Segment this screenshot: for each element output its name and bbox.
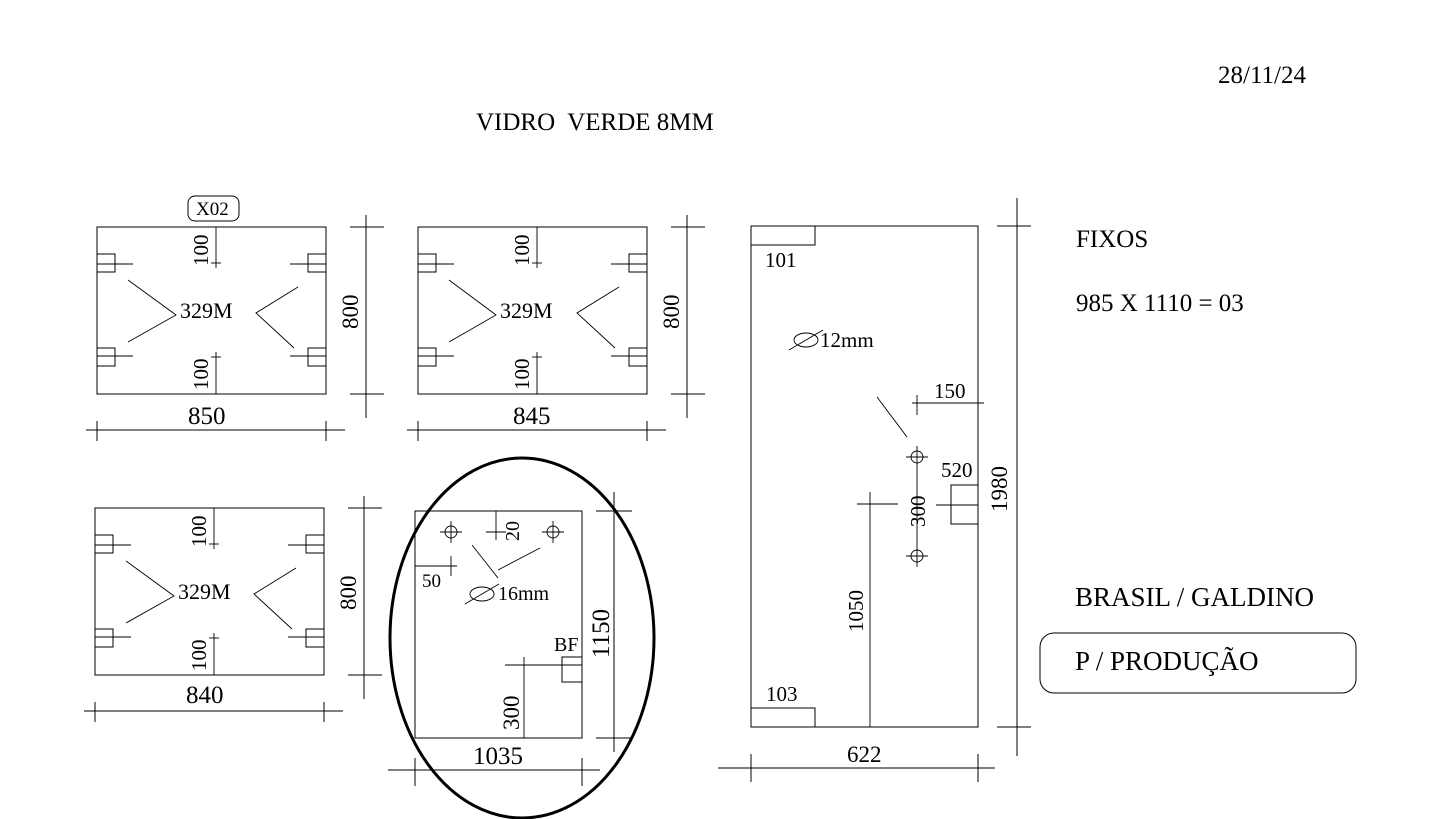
panel-3-center-label: 329M	[178, 579, 231, 604]
production-label: P / PRODUÇÃO	[1075, 646, 1259, 676]
drawing-title: VIDRO VERDE 8MM	[476, 109, 714, 136]
tall-corner-top: 101	[765, 248, 797, 272]
highlight-ellipse	[388, 456, 656, 819]
panel-1: X02 329M 100 100 850 800	[86, 195, 384, 441]
fixos-label: FIXOS	[1076, 226, 1148, 253]
panel-3-height: 800	[336, 576, 361, 611]
circled-panel-outline	[414, 510, 583, 739]
circled-dim-50: 50	[422, 571, 441, 592]
circled-height: 1150	[588, 609, 615, 658]
circled-width: 1035	[473, 743, 523, 770]
tall-corner-bottom: 103	[766, 682, 798, 706]
panel-3: 329M 100 100 840 800	[84, 496, 382, 722]
panel-2: 329M 100 100 845 800	[407, 215, 705, 441]
tall-dim-1050: 1050	[844, 590, 868, 632]
tall-hole-label: 12mm	[820, 328, 874, 352]
panel-1-width: 850	[188, 403, 226, 430]
circled-dim-20: 20	[502, 521, 524, 541]
panel-1-outline	[96, 226, 327, 395]
tall-dim-150: 150	[934, 379, 966, 403]
hinge-mark	[628, 253, 648, 273]
panel-2-center-label: 329M	[500, 298, 553, 323]
panel-tag: X02	[196, 199, 229, 220]
panel-1-center-label: 329M	[180, 298, 233, 323]
panel-3-width: 840	[186, 682, 224, 709]
panel-2-dim-top: 100	[510, 235, 534, 267]
circled-bf-label: BF	[554, 634, 578, 656]
production-box	[1039, 632, 1357, 694]
tall-panel-outline	[750, 225, 979, 728]
circled-dim-300: 300	[499, 696, 524, 731]
panel-1-height: 800	[338, 295, 363, 330]
panel-2-outline	[417, 226, 648, 395]
panel-3-dim-top: 100	[187, 516, 211, 548]
panel-1-dim-bottom: 100	[189, 359, 213, 391]
client-name: BRASIL / GALDINO	[1075, 582, 1314, 612]
panel-1-dim-top: 100	[189, 235, 213, 267]
circled-hole-label: 16mm	[498, 583, 550, 605]
lock-cutout	[950, 484, 979, 525]
hinge-mark	[305, 534, 325, 554]
panel-tag-box	[187, 195, 240, 222]
hinge-mark	[307, 253, 327, 273]
hinge-mark	[307, 347, 327, 367]
panel-3-dim-bottom: 100	[187, 640, 211, 672]
hinge-mark	[96, 253, 116, 273]
hinge-mark	[417, 347, 437, 367]
hinge-mark	[94, 628, 114, 648]
corner-patch-bottom	[750, 707, 816, 728]
hinge-mark	[417, 253, 437, 273]
panel-2-width: 845	[513, 403, 551, 430]
tall-dim-300: 300	[906, 496, 930, 528]
panel-2-height: 800	[659, 295, 684, 330]
hinge-mark	[305, 628, 325, 648]
corner-patch-top	[750, 225, 816, 246]
drawing-date: 28/11/24	[1218, 62, 1306, 89]
lock-cutout	[561, 656, 583, 683]
tall-dim-520: 520	[941, 458, 973, 482]
tall-height: 1980	[987, 466, 1012, 512]
hinge-mark	[94, 534, 114, 554]
fixos-value: 985 X 1110 = 03	[1076, 290, 1244, 317]
tall-width: 622	[847, 742, 882, 767]
hinge-mark	[96, 347, 116, 367]
panel-2-dim-bottom: 100	[510, 359, 534, 391]
circled-panel: 20 50 16mm BF 300 1035 1150	[388, 456, 656, 819]
tall-panel: 101 103 12mm 150 520 300 1050 62	[718, 198, 1031, 782]
hinge-mark	[628, 347, 648, 367]
panel-3-outline	[94, 507, 325, 676]
